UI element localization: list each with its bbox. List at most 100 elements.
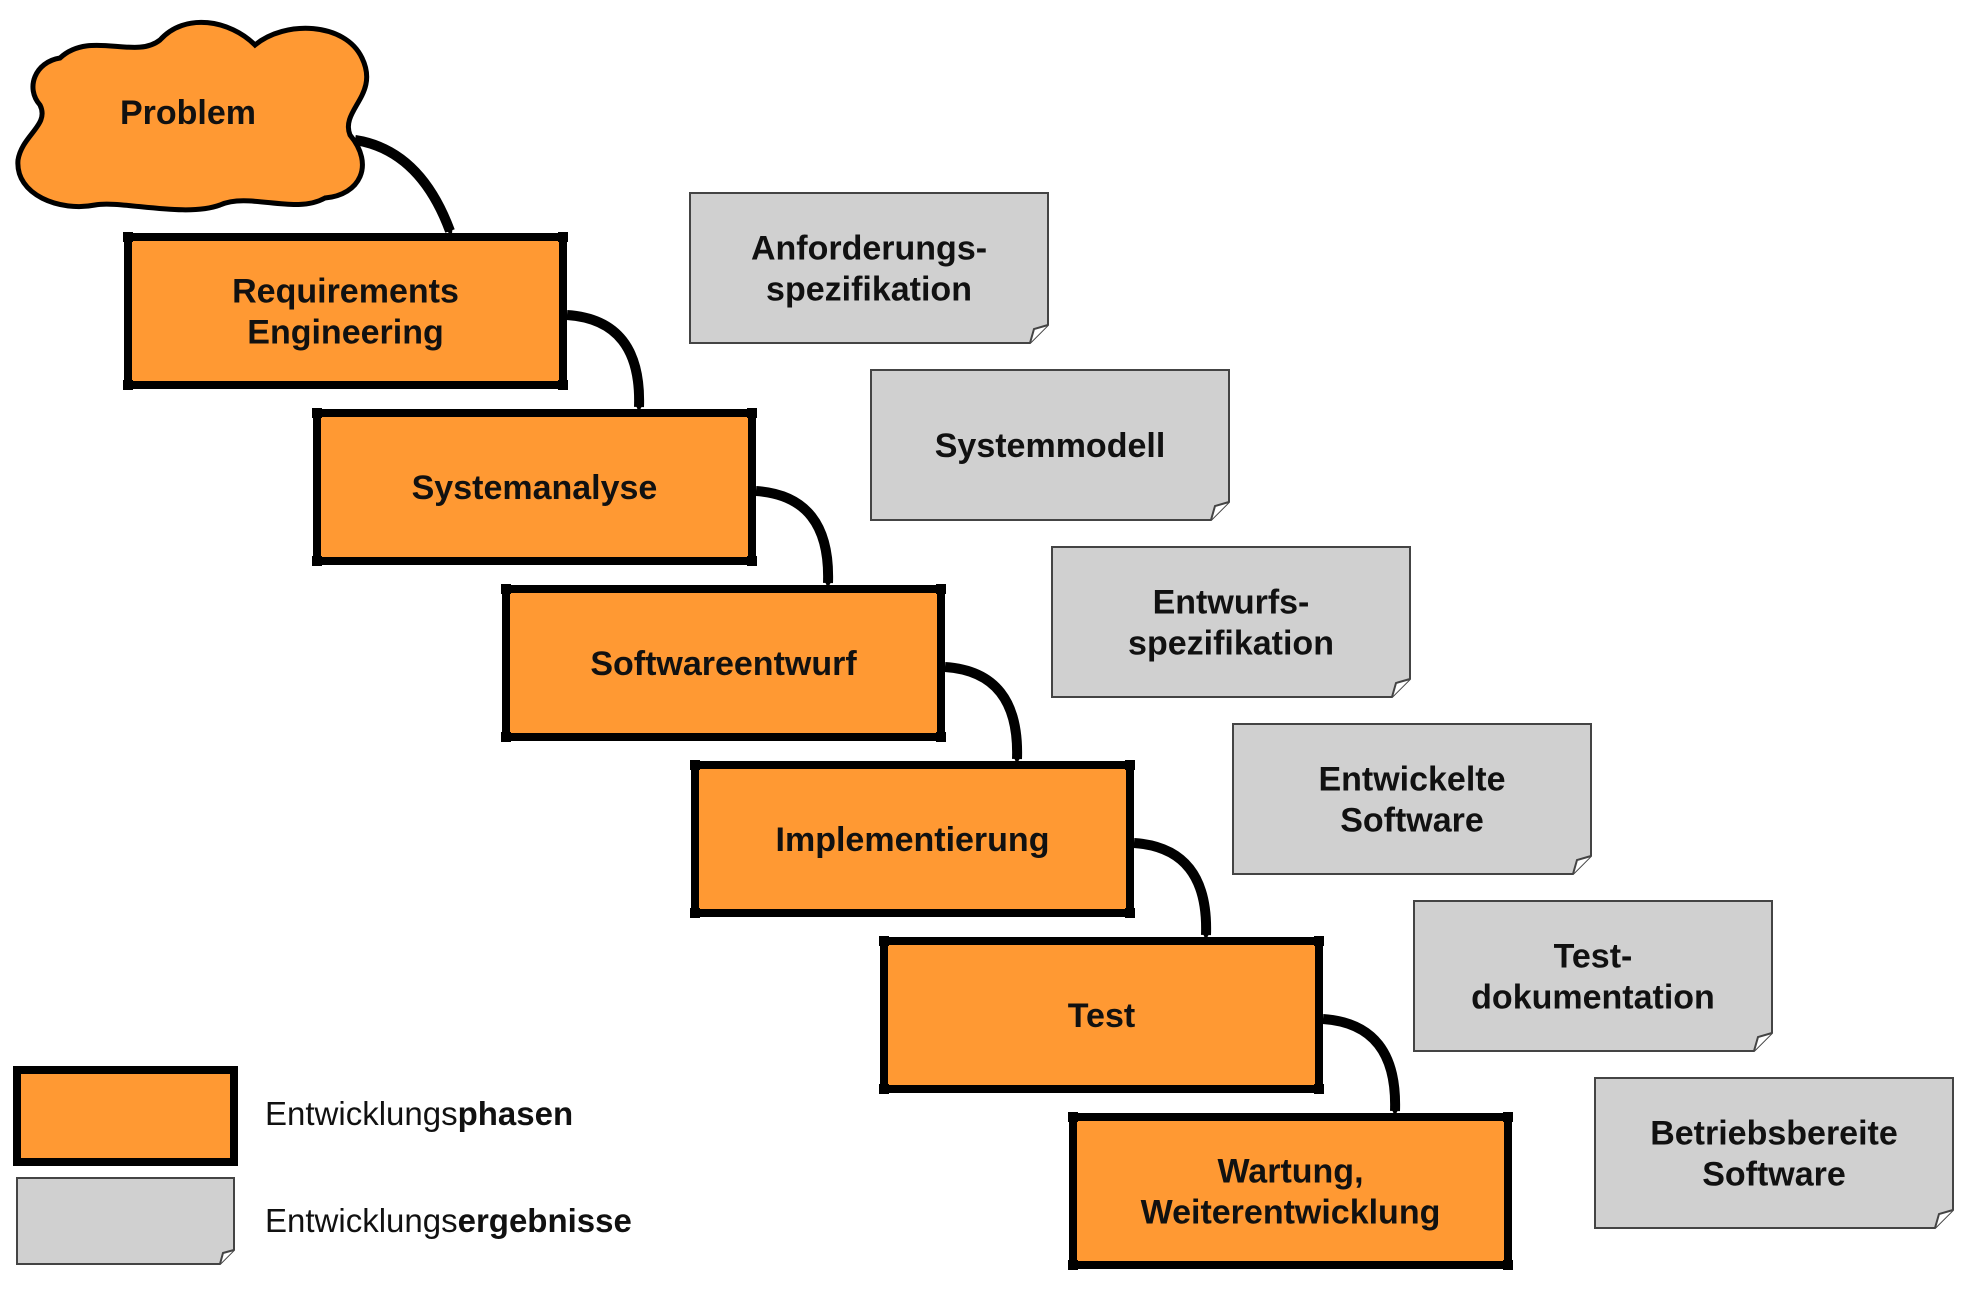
phase-corner: [1314, 936, 1324, 946]
problem-node: Problem: [15, 19, 370, 213]
phase-label-line: Test: [1068, 997, 1135, 1035]
result-label-line: Entwurfs-: [1153, 584, 1310, 622]
result-label-line: Test-: [1554, 938, 1633, 976]
legend-result-bold: ergebnisse: [458, 1202, 632, 1239]
legend-result-prefix: Entwicklungs: [265, 1202, 458, 1239]
result-entwurfsspezifikation: Entwurfs-spezifikation: [1051, 546, 1411, 698]
result-label-line: Systemmodell: [935, 427, 1166, 465]
result-document-fold: [1934, 1209, 1954, 1229]
phase-implementierung: Implementierung: [690, 760, 1135, 918]
phase-label-line: Requirements: [232, 273, 459, 311]
result-label: Entwurfs-spezifikation: [1128, 584, 1334, 663]
flow-arrows: [354, 135, 1401, 1116]
result-document: [689, 192, 1049, 344]
flow-arrow: [566, 310, 645, 412]
phase-corner: [501, 584, 511, 594]
phase-label: Test: [1068, 997, 1135, 1035]
legend-phase-prefix: Entwicklungs: [265, 1095, 458, 1132]
phase-wartung: Wartung,Weiterentwicklung: [1068, 1112, 1513, 1270]
result-document: [1594, 1077, 1954, 1229]
result-label-line: spezifikation: [766, 271, 972, 309]
flow-arrow-problem: [354, 135, 455, 236]
result-document-fold: [1572, 855, 1592, 875]
phase-label: Systemanalyse: [412, 469, 658, 507]
phase-corner: [1125, 760, 1135, 770]
result-document-fold: [1210, 501, 1230, 521]
phase-corner: [558, 232, 568, 242]
flow-arrow: [1133, 838, 1212, 940]
phase-corner: [501, 732, 511, 742]
legend: Entwicklungsphasen Entwicklungsergebniss…: [13, 1066, 632, 1265]
phase-corner: [690, 760, 700, 770]
phase-label-line: Weiterentwicklung: [1141, 1194, 1441, 1232]
phase-box: [880, 937, 1323, 1093]
result-document-fold: [1753, 1032, 1773, 1052]
legend-phase-swatch: [13, 1066, 238, 1166]
phase-corner: [558, 380, 568, 390]
phase-box: [502, 585, 945, 741]
phase-softwareentwurf: Softwareentwurf: [501, 584, 946, 742]
phase-corner: [879, 936, 889, 946]
result-anforderungsspezifikation: Anforderungs-spezifikation: [689, 192, 1049, 344]
phase-corner: [1314, 1084, 1324, 1094]
phase-label: Softwareentwurf: [590, 645, 857, 683]
result-label-line: Betriebsbereite: [1650, 1115, 1898, 1153]
phase-systemanalyse: Systemanalyse: [312, 408, 757, 566]
phase-corner: [936, 732, 946, 742]
result-label-line: dokumentation: [1471, 979, 1715, 1017]
legend-result-swatch: [16, 1177, 235, 1265]
phase-corner: [1068, 1112, 1078, 1122]
phase-corner: [747, 556, 757, 566]
legend-result-label: Entwicklungsergebnisse: [265, 1202, 632, 1239]
phase-box: [1069, 1113, 1512, 1269]
problem-cloud-shape: [15, 19, 370, 213]
result-label: Test-dokumentation: [1471, 938, 1715, 1017]
result-systemmodell: Systemmodell: [870, 369, 1230, 521]
result-testdokumentation: Test-dokumentation: [1413, 900, 1773, 1052]
result-label-line: Entwickelte: [1318, 761, 1505, 799]
phase-corner: [1125, 908, 1135, 918]
phase-corner: [936, 584, 946, 594]
legend-phase-bold: phasen: [458, 1095, 574, 1132]
phase-box: [691, 761, 1134, 917]
phase-label: Implementierung: [776, 821, 1050, 859]
flow-arrow: [755, 486, 834, 588]
result-document: [1051, 546, 1411, 698]
legend-phase-label: Entwicklungsphasen: [265, 1095, 573, 1132]
phase-label-line: Engineering: [247, 314, 443, 352]
result-document-fold: [1029, 324, 1049, 344]
phase-corner: [1503, 1260, 1513, 1270]
result-label: Systemmodell: [935, 427, 1166, 465]
phase-corner: [1068, 1260, 1078, 1270]
result-label-line: Software: [1702, 1156, 1846, 1194]
phase-label-line: Wartung,: [1217, 1153, 1363, 1191]
phase-corner: [123, 232, 133, 242]
phase-corner: [1503, 1112, 1513, 1122]
result-document: [1232, 723, 1592, 875]
phase-label-line: Softwareentwurf: [590, 645, 857, 683]
result-label-line: spezifikation: [1128, 625, 1334, 663]
phase-corner: [690, 908, 700, 918]
phase-box: [124, 233, 567, 389]
phase-label-line: Implementierung: [776, 821, 1050, 859]
problem-label: Problem: [120, 94, 256, 132]
result-label-line: Anforderungs-: [751, 230, 987, 268]
phase-corner: [747, 408, 757, 418]
phase-corner: [312, 556, 322, 566]
flow-arrow: [944, 662, 1023, 764]
phase-corner: [123, 380, 133, 390]
result-document-fold: [1391, 678, 1411, 698]
result-document: [1413, 900, 1773, 1052]
result-label: Anforderungs-spezifikation: [751, 230, 987, 309]
legend-result-swatch-fold: [219, 1249, 235, 1265]
result-label-line: Software: [1340, 802, 1484, 840]
phase-box: [313, 409, 756, 565]
phase-label: Wartung,Weiterentwicklung: [1141, 1153, 1441, 1232]
